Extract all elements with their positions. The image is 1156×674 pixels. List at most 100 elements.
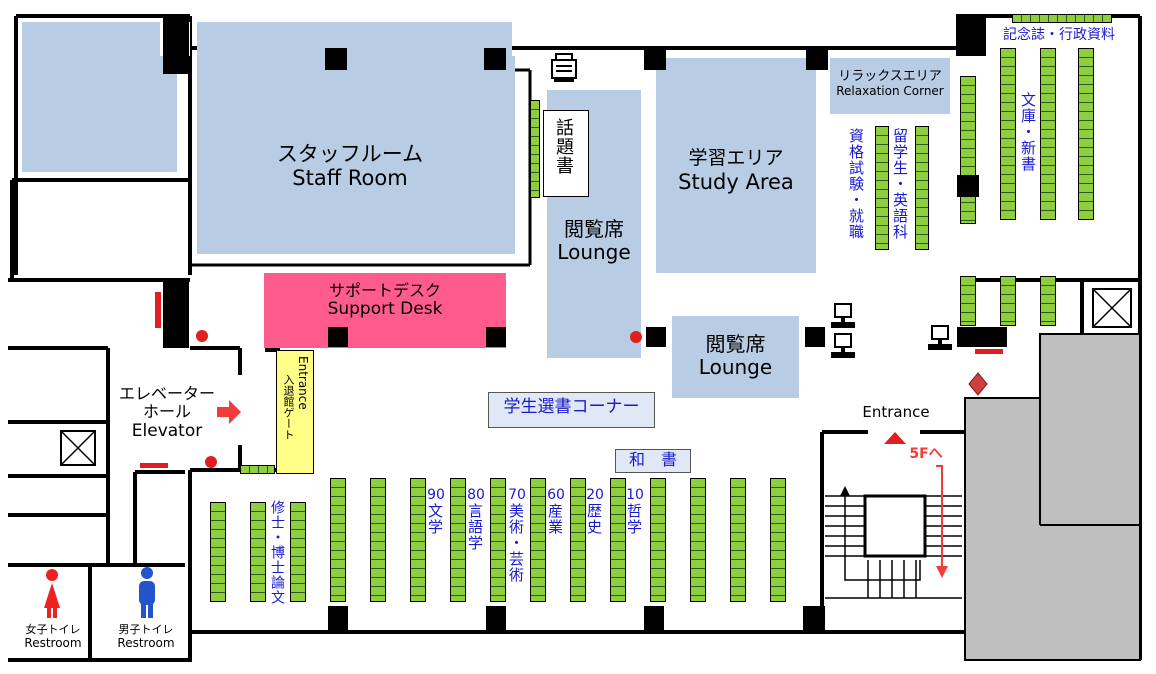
diamond-marker-icon <box>968 372 988 396</box>
study-abroad-label: 留学生・英語科 <box>891 128 909 240</box>
lounge-center-label: 閲覧席 Lounge <box>540 218 648 264</box>
elevator-hall-ja2: ホール <box>142 402 191 422</box>
class-label-60: 60 産業 <box>545 487 567 535</box>
red-marker <box>155 292 161 328</box>
arrow-right-icon <box>217 400 241 424</box>
entrance-gate[interactable] <box>276 350 314 474</box>
class-label-70: 70 美術・芸術 <box>506 487 528 583</box>
pillar <box>957 175 979 197</box>
pillar <box>644 606 664 630</box>
class-label-20: 20 歴史 <box>584 487 606 535</box>
elevator-icon <box>60 430 96 466</box>
topical-books-box <box>543 110 589 197</box>
shelf-5 <box>490 478 506 602</box>
study-area-ja: 学習エリア <box>688 147 784 169</box>
shelf-right-1 <box>960 76 976 224</box>
shelf-cert-2 <box>915 126 929 250</box>
staff-room-label: スタッフルーム Staff Room <box>240 142 460 190</box>
pillar <box>484 48 506 70</box>
women-restroom-ja: 女子トイレ <box>25 623 81 636</box>
shelf-top-horizontal <box>1012 14 1112 23</box>
shelf-4 <box>450 478 466 602</box>
women-restroom-label: 女子トイレ Restroom <box>14 623 92 650</box>
entrance-up-arrow-icon <box>884 432 906 444</box>
pillar <box>957 327 1007 347</box>
class-num-90: 90 <box>427 487 445 503</box>
elevator-icon <box>1092 288 1132 328</box>
class-name-10: 哲学 <box>625 503 643 535</box>
lounge-right-label: 閲覧席 Lounge <box>672 333 799 379</box>
shelf-right-7 <box>1040 276 1056 326</box>
student-selection-label: 学生選書コーナー <box>503 397 640 417</box>
pillar <box>806 48 828 70</box>
shelf-12 <box>770 478 786 602</box>
support-desk-label: サポートデスク Support Desk <box>264 281 506 320</box>
shelf-theses-2 <box>250 502 266 602</box>
pillar <box>328 606 348 630</box>
staff-room-left <box>22 22 177 172</box>
elevator-hall-label: エレベーター ホール Elevator <box>112 384 222 441</box>
support-desk-ja: サポートデスク <box>328 281 441 300</box>
shelf-11 <box>730 478 746 602</box>
lounge-right-en: Lounge <box>698 355 773 379</box>
class-label-90: 90 文学 <box>425 487 447 535</box>
pillar <box>956 14 986 56</box>
theses-label: 修士・博士論文 <box>269 500 285 605</box>
class-num-20: 20 <box>586 487 604 503</box>
study-area-en: Study Area <box>678 169 794 194</box>
class-name-20: 歴史 <box>585 503 603 535</box>
class-name-60: 産業 <box>546 503 564 535</box>
pillar <box>646 327 666 347</box>
women-restroom-en: Restroom <box>24 635 82 650</box>
fire-hydrant-dot-icon <box>205 456 217 468</box>
lounge-right[interactable] <box>672 316 799 398</box>
red-marker <box>140 463 168 468</box>
stairs-5f-label: 5Fへ <box>909 446 943 462</box>
relaxation-ja: リラックスエリア <box>838 69 942 84</box>
shelf-7 <box>570 478 586 602</box>
japanese-books-label: 和 書 <box>628 450 677 469</box>
computer-icon <box>831 333 855 358</box>
pillar <box>163 14 189 74</box>
elevator-hall-ja1: エレベーター <box>118 384 215 403</box>
shelf-9 <box>650 478 666 602</box>
study-area[interactable] <box>656 58 816 273</box>
lounge-center-ja: 閲覧席 <box>564 217 624 241</box>
computer-icon <box>831 303 855 328</box>
support-desk[interactable] <box>264 273 506 348</box>
shelf-theses-1 <box>210 502 226 602</box>
red-marker <box>975 349 1003 354</box>
class-num-60: 60 <box>547 487 565 503</box>
shelf-10 <box>690 478 706 602</box>
stairs-arrow-icon <box>936 465 948 578</box>
pillar <box>163 280 189 348</box>
shelf-right-3 <box>1040 48 1056 220</box>
shelf-8 <box>610 478 626 602</box>
fire-hydrant-dot-icon <box>630 331 642 343</box>
student-selection-box <box>488 392 655 428</box>
relaxation-corner[interactable] <box>830 58 950 114</box>
class-num-70: 70 <box>508 487 526 503</box>
entrance-gate-label-en: Entrance <box>296 356 310 410</box>
pillar <box>486 606 506 630</box>
pillar <box>805 327 825 347</box>
class-num-10: 10 <box>626 487 644 503</box>
shelf-3 <box>410 478 426 602</box>
men-restroom-en: Restroom <box>117 635 175 650</box>
shelf-2 <box>370 478 386 602</box>
shelf-right-4 <box>1078 48 1094 220</box>
pillar <box>644 48 666 70</box>
lounge-right-ja: 閲覧席 <box>705 332 766 356</box>
class-name-90: 文学 <box>426 503 444 535</box>
men-restroom-ja: 男子トイレ <box>118 623 174 636</box>
women-restroom-icon <box>44 569 60 618</box>
men-restroom-label: 男子トイレ Restroom <box>106 623 186 650</box>
japanese-books-box <box>615 449 691 473</box>
shelf-right-2 <box>1000 48 1016 220</box>
shelf-right-5 <box>960 276 976 326</box>
shelf-theses-3 <box>290 502 306 602</box>
anniversary-label: 記念誌・行政資料 <box>1003 27 1115 43</box>
class-name-80: 言語学 <box>466 503 484 551</box>
entrance-label: Entrance <box>862 403 930 421</box>
